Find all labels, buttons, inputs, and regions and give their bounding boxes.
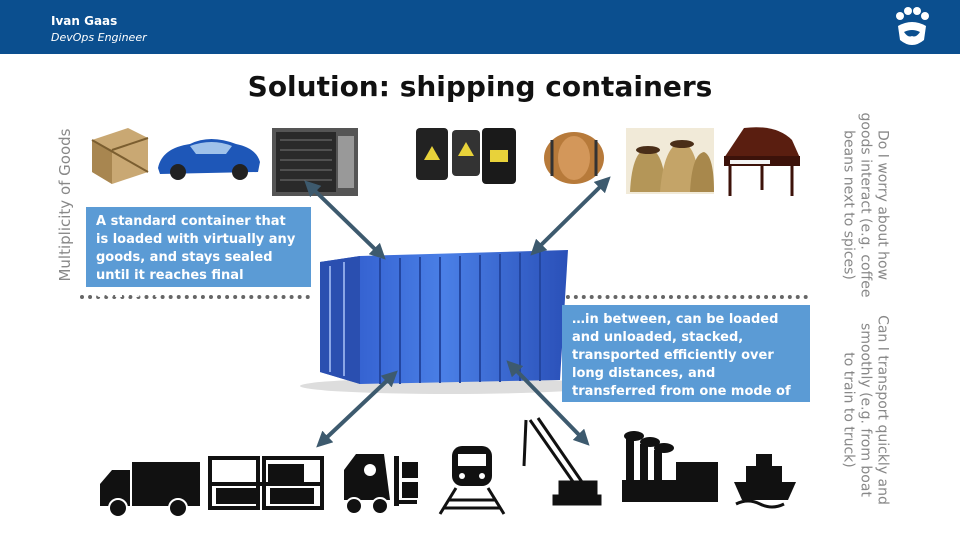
author-role: DevOps Engineer <box>51 31 147 44</box>
server-rack-icon <box>272 128 358 196</box>
callout-container-description: A standard container that is loaded with… <box>86 207 311 301</box>
paw-logo-icon <box>896 7 929 45</box>
oil-barrels-icon <box>416 128 516 184</box>
slide-title: Solution: shipping containers <box>247 70 713 103</box>
callout-transport-description: …in between, can be loaded and unloaded,… <box>562 305 810 417</box>
warehouse-shelf-icon <box>208 456 324 510</box>
piano-icon <box>724 127 800 196</box>
crane-icon <box>522 417 602 506</box>
shipping-container <box>300 250 600 394</box>
truck-icon <box>100 462 200 518</box>
sports-car-icon <box>158 139 260 180</box>
train-icon <box>438 446 506 515</box>
arrows <box>304 176 611 448</box>
author-name: Ivan Gaas <box>51 14 118 28</box>
crate-icon <box>91 128 149 184</box>
forklift-icon <box>344 454 418 515</box>
header-bar: Ivan Gaas DevOps Engineer <box>0 0 960 54</box>
divider-right <box>558 295 808 299</box>
ship-icon <box>734 454 796 509</box>
wooden-barrel-icon <box>544 132 604 184</box>
coffee-sacks-icon <box>626 128 714 194</box>
divider-left <box>80 295 310 299</box>
factory-icon <box>622 431 718 502</box>
